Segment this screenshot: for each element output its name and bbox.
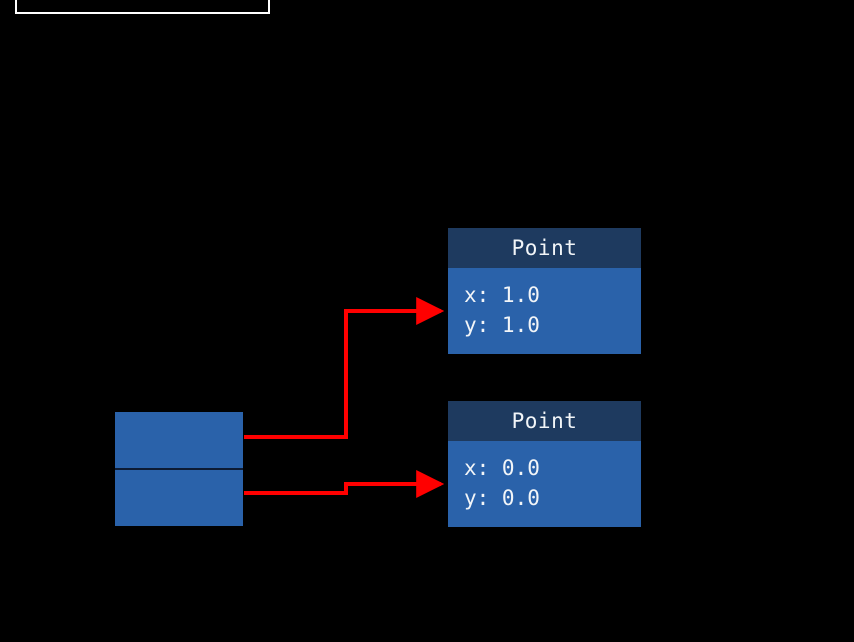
top-outline-frame	[15, 0, 270, 14]
reference-list	[115, 412, 243, 526]
arrow-cell0-to-point1	[244, 297, 445, 439]
point-object-1-field-x: x: 1.0	[464, 283, 540, 307]
point-object-1-fields: x: 1.0 y: 1.0	[448, 268, 641, 354]
arrow-cell0-to-point1-path	[244, 297, 445, 439]
arrow-cell1-to-point2-path	[244, 470, 445, 498]
reference-cell-0[interactable]	[115, 412, 243, 468]
point-object-2-field-x: x: 0.0	[464, 456, 540, 480]
point-object-1[interactable]: Point x: 1.0 y: 1.0	[448, 228, 641, 354]
reference-cell-1[interactable]	[115, 470, 243, 526]
point-object-2[interactable]: Point x: 0.0 y: 0.0	[448, 401, 641, 527]
point-object-2-title: Point	[448, 401, 641, 441]
reference-cell-divider	[115, 468, 243, 470]
arrow-cell1-to-point2	[244, 470, 445, 498]
point-object-1-field-y: y: 1.0	[464, 313, 540, 337]
point-object-1-title: Point	[448, 228, 641, 268]
point-object-2-fields: x: 0.0 y: 0.0	[448, 441, 641, 527]
point-object-2-field-y: y: 0.0	[464, 486, 540, 510]
